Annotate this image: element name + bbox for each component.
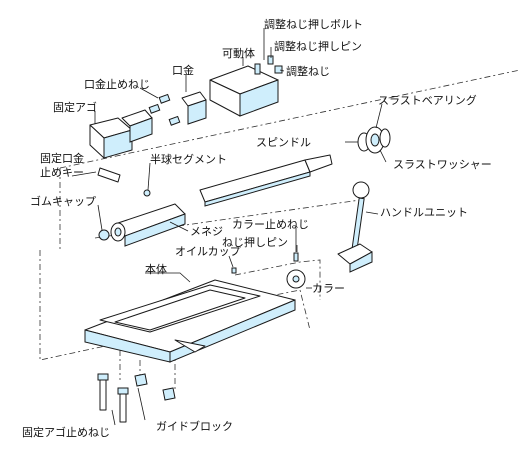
label-thrust-washer: スラストワッシャー (393, 158, 492, 171)
fixed-jaw-part (89, 117, 133, 159)
label-fixed-jaw-set-screw: 固定アゴ止めねじ (22, 425, 110, 439)
label-adjust-push-pin: 調整ねじ押しピン (274, 39, 362, 53)
label-half-ball-segment: 半球セグメント (150, 152, 227, 166)
spindle-part (199, 154, 333, 207)
label-collar: カラー (312, 282, 345, 295)
label-collar-set-screw: カラー止めねじ (232, 218, 309, 231)
fixed-jaw-set-screws (97, 373, 129, 423)
half-ball-segment-part (143, 189, 151, 197)
thrust-bearing-part (357, 126, 391, 154)
handle-unit-part (337, 181, 373, 273)
label-nut: メネジ (190, 225, 223, 238)
main-body-part (84, 279, 296, 363)
rubber-cap-part (98, 229, 110, 241)
label-thrust-bearing: スラストベアリング (378, 93, 477, 107)
label-fixed-jaw: 固定アゴ (53, 100, 97, 114)
label-adjust-screw: 調整ねじ (286, 64, 330, 78)
label-screw-push-pin: ねじ押しピン (222, 235, 288, 249)
label-jaw-set-screw: 口金止めねじ (84, 77, 150, 91)
label-adjust-push-bolt: 調整ねじ押しボルト (264, 17, 363, 31)
leader-lines (71, 28, 387, 426)
label-handle-unit: ハンドルユニット (380, 206, 468, 219)
label-jaw-plate: 口金 (172, 63, 194, 77)
label-movable-body: 可動体 (222, 46, 255, 60)
label-oil-cup: オイルカップ (175, 245, 241, 258)
jaw-plates (121, 91, 207, 143)
oil-cup-part (231, 267, 237, 274)
label-spindle: スピンドル (256, 136, 311, 149)
movable-body-part (209, 65, 279, 117)
nut-part (110, 203, 186, 247)
collar-part (286, 252, 306, 289)
adjust-parts (254, 55, 283, 75)
label-fixed-jaw-key-line2: 止めキー (40, 166, 84, 179)
jaw-set-screws (148, 93, 181, 126)
label-guide-block: ガイドブロック (156, 419, 233, 433)
fixed-jaw-key-part (97, 167, 121, 183)
label-rubber-cap: ゴムキャップ (30, 194, 96, 208)
guide-blocks (134, 373, 176, 401)
label-fixed-jaw-key-line1: 固定口金 (40, 151, 84, 165)
label-main-body: 本体 (145, 262, 167, 276)
